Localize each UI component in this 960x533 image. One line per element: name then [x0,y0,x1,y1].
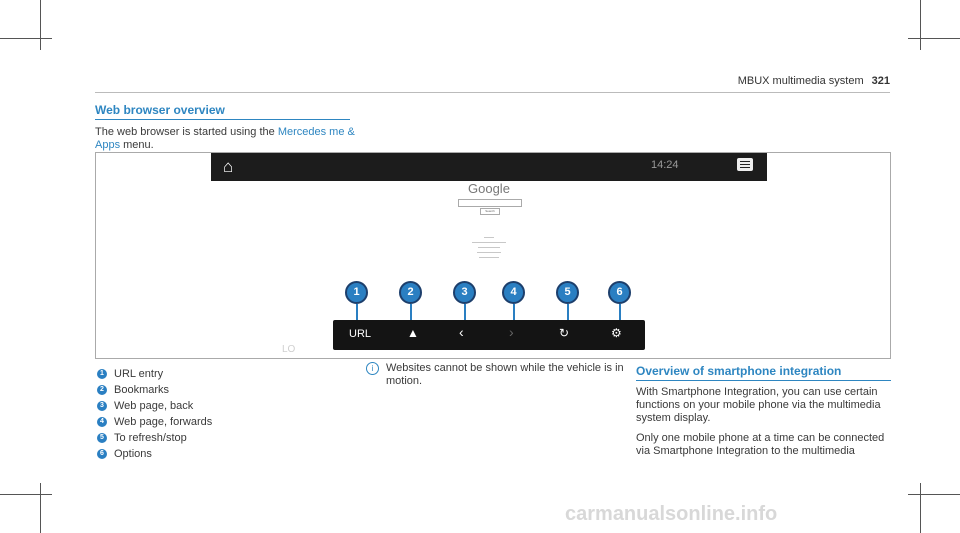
crop-mark [908,494,960,495]
crop-mark [40,483,41,533]
legend-item: 3 Web page, back [97,398,212,414]
legend-label: Web page, forwards [114,416,213,428]
browser-nav-bar: URL ▲ ‹ › ↻ ⚙ [333,320,645,350]
lo-mark: LO [282,344,296,355]
legend-item: 5 To refresh/stop [97,430,212,446]
legend-badge: 1 [97,369,107,379]
heading-underline-2 [636,380,891,381]
legend-badge: 5 [97,433,107,443]
legend-badge: 4 [97,417,107,427]
forward-icon[interactable]: › [509,324,514,340]
intro-end: menu. [123,139,154,151]
header-section: MBUX multimedia system [737,75,864,87]
crop-mark [920,483,921,533]
callout-leader [464,304,466,330]
browser-screenshot: ⌂ 14:24 Google Search LO 1 2 3 4 5 6 URL… [95,152,891,359]
section2-paragraph-2: Only one mobile phone at a time can be c… [636,432,885,457]
url-button[interactable]: URL [349,328,372,340]
heading-underline [95,119,350,120]
legend-item: 4 Web page, forwards [97,414,212,430]
intro-paragraph: The web browser is started using the Mer… [95,126,355,152]
section-heading-2: Overview of smartphone integration [636,364,842,378]
section-heading: Web browser overview [95,103,225,117]
note-text: Websites cannot be shown while the vehic… [386,362,624,387]
page-text-line [478,247,500,248]
google-search-input[interactable] [458,199,522,207]
legend-label: Web page, back [114,400,194,412]
callout-leader [619,304,621,330]
callout-2: 2 [399,281,422,304]
menu-icon[interactable] [737,158,753,171]
section2-paragraph-1: With Smartphone Integration, you can use… [636,386,881,424]
crop-mark [908,38,960,39]
status-time: 14:24 [651,159,679,171]
callout-leader [356,304,358,330]
header-rule [95,92,890,93]
google-search-button[interactable]: Search [480,208,500,215]
legend-label: To refresh/stop [114,432,187,444]
legend-badge: 6 [97,449,107,459]
bookmark-icon[interactable]: ▲ [407,326,419,340]
section2-body: With Smartphone Integration, you can use… [636,386,890,465]
legend-label: URL entry [114,368,164,380]
google-logo: Google [468,181,510,196]
callout-5: 5 [556,281,579,304]
info-icon: i [366,362,379,375]
callout-1: 1 [345,281,368,304]
callout-leader [567,304,569,330]
refresh-icon[interactable]: ↻ [559,326,570,340]
page-text-line [472,242,506,243]
legend-item: 1 URL entry [97,366,212,382]
watermark: carmanualsonline.info [565,503,778,525]
callout-leader [513,304,515,330]
intro-text: The web browser is started using the [95,126,275,138]
crop-mark [40,0,41,50]
running-header: MBUX multimedia system 321 [738,75,890,87]
page-text-line [477,252,501,253]
crop-mark [920,0,921,50]
callout-3: 3 [453,281,476,304]
callout-6: 6 [608,281,631,304]
crop-mark [0,494,52,495]
back-icon[interactable]: ‹ [459,324,464,340]
home-icon[interactable]: ⌂ [223,157,234,176]
callout-leader [410,304,412,330]
page-text-line [484,237,494,238]
page-text-line [479,257,499,258]
legend-label: Options [114,448,152,460]
legend-label: Bookmarks [114,384,170,396]
settings-gear-icon[interactable]: ⚙ [611,326,622,340]
legend-item: 6 Options [97,446,212,462]
crop-mark [0,38,52,39]
legend-item: 2 Bookmarks [97,382,212,398]
mercedes-me-link[interactable]: Mercedes me & Apps [95,126,355,151]
legend-badge: 2 [97,385,107,395]
screen-top-bar: ⌂ 14:24 [211,153,767,181]
callout-4: 4 [502,281,525,304]
page-number: 321 [871,75,890,87]
legend-badge: 3 [97,401,107,411]
